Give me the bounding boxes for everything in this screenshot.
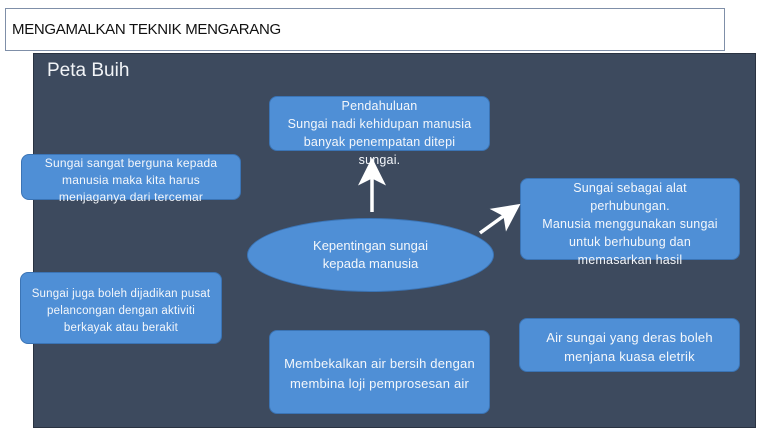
page-title: MENGAMALKAN TEKNIK MENGARANG bbox=[12, 21, 281, 38]
bubble-tourism-text: Sungai juga boleh dijadikan pusat pelanc… bbox=[31, 288, 211, 334]
bubble-water-text: Membekalkan air bersih dengan membina lo… bbox=[284, 356, 475, 391]
bubble-protect-text: Sungai sangat berguna kepada manusia mak… bbox=[44, 156, 218, 204]
title-bar: MENGAMALKAN TEKNIK MENGARANG bbox=[5, 8, 725, 51]
bubble-intro: Pendahuluan Sungai nadi kehidupan manusi… bbox=[269, 96, 490, 167]
bubble-protect: Sungai sangat berguna kepada manusia mak… bbox=[21, 154, 241, 204]
bubble-water: Membekalkan air bersih dengan membina lo… bbox=[269, 330, 490, 414]
bubble-power: Air sungai yang deras boleh menjana kuas… bbox=[519, 318, 740, 372]
arrow-to-transport bbox=[478, 203, 521, 235]
bubble-intro-text: Pendahuluan Sungai nadi kehidupan manusi… bbox=[287, 99, 472, 167]
map-title: Peta Buih bbox=[47, 60, 130, 81]
bubble-transport: Sungai sebagai alat perhubungan. Manusia… bbox=[520, 178, 740, 267]
center-topic: Kepentingan sungai kepada manusia bbox=[247, 218, 494, 292]
bubble-power-text: Air sungai yang deras boleh menjana kuas… bbox=[546, 330, 713, 364]
center-topic-text: Kepentingan sungai kepada manusia bbox=[313, 238, 428, 271]
bubble-transport-text: Sungai sebagai alat perhubungan. Manusia… bbox=[542, 181, 718, 267]
bubble-tourism: Sungai juga boleh dijadikan pusat pelanc… bbox=[20, 272, 222, 344]
